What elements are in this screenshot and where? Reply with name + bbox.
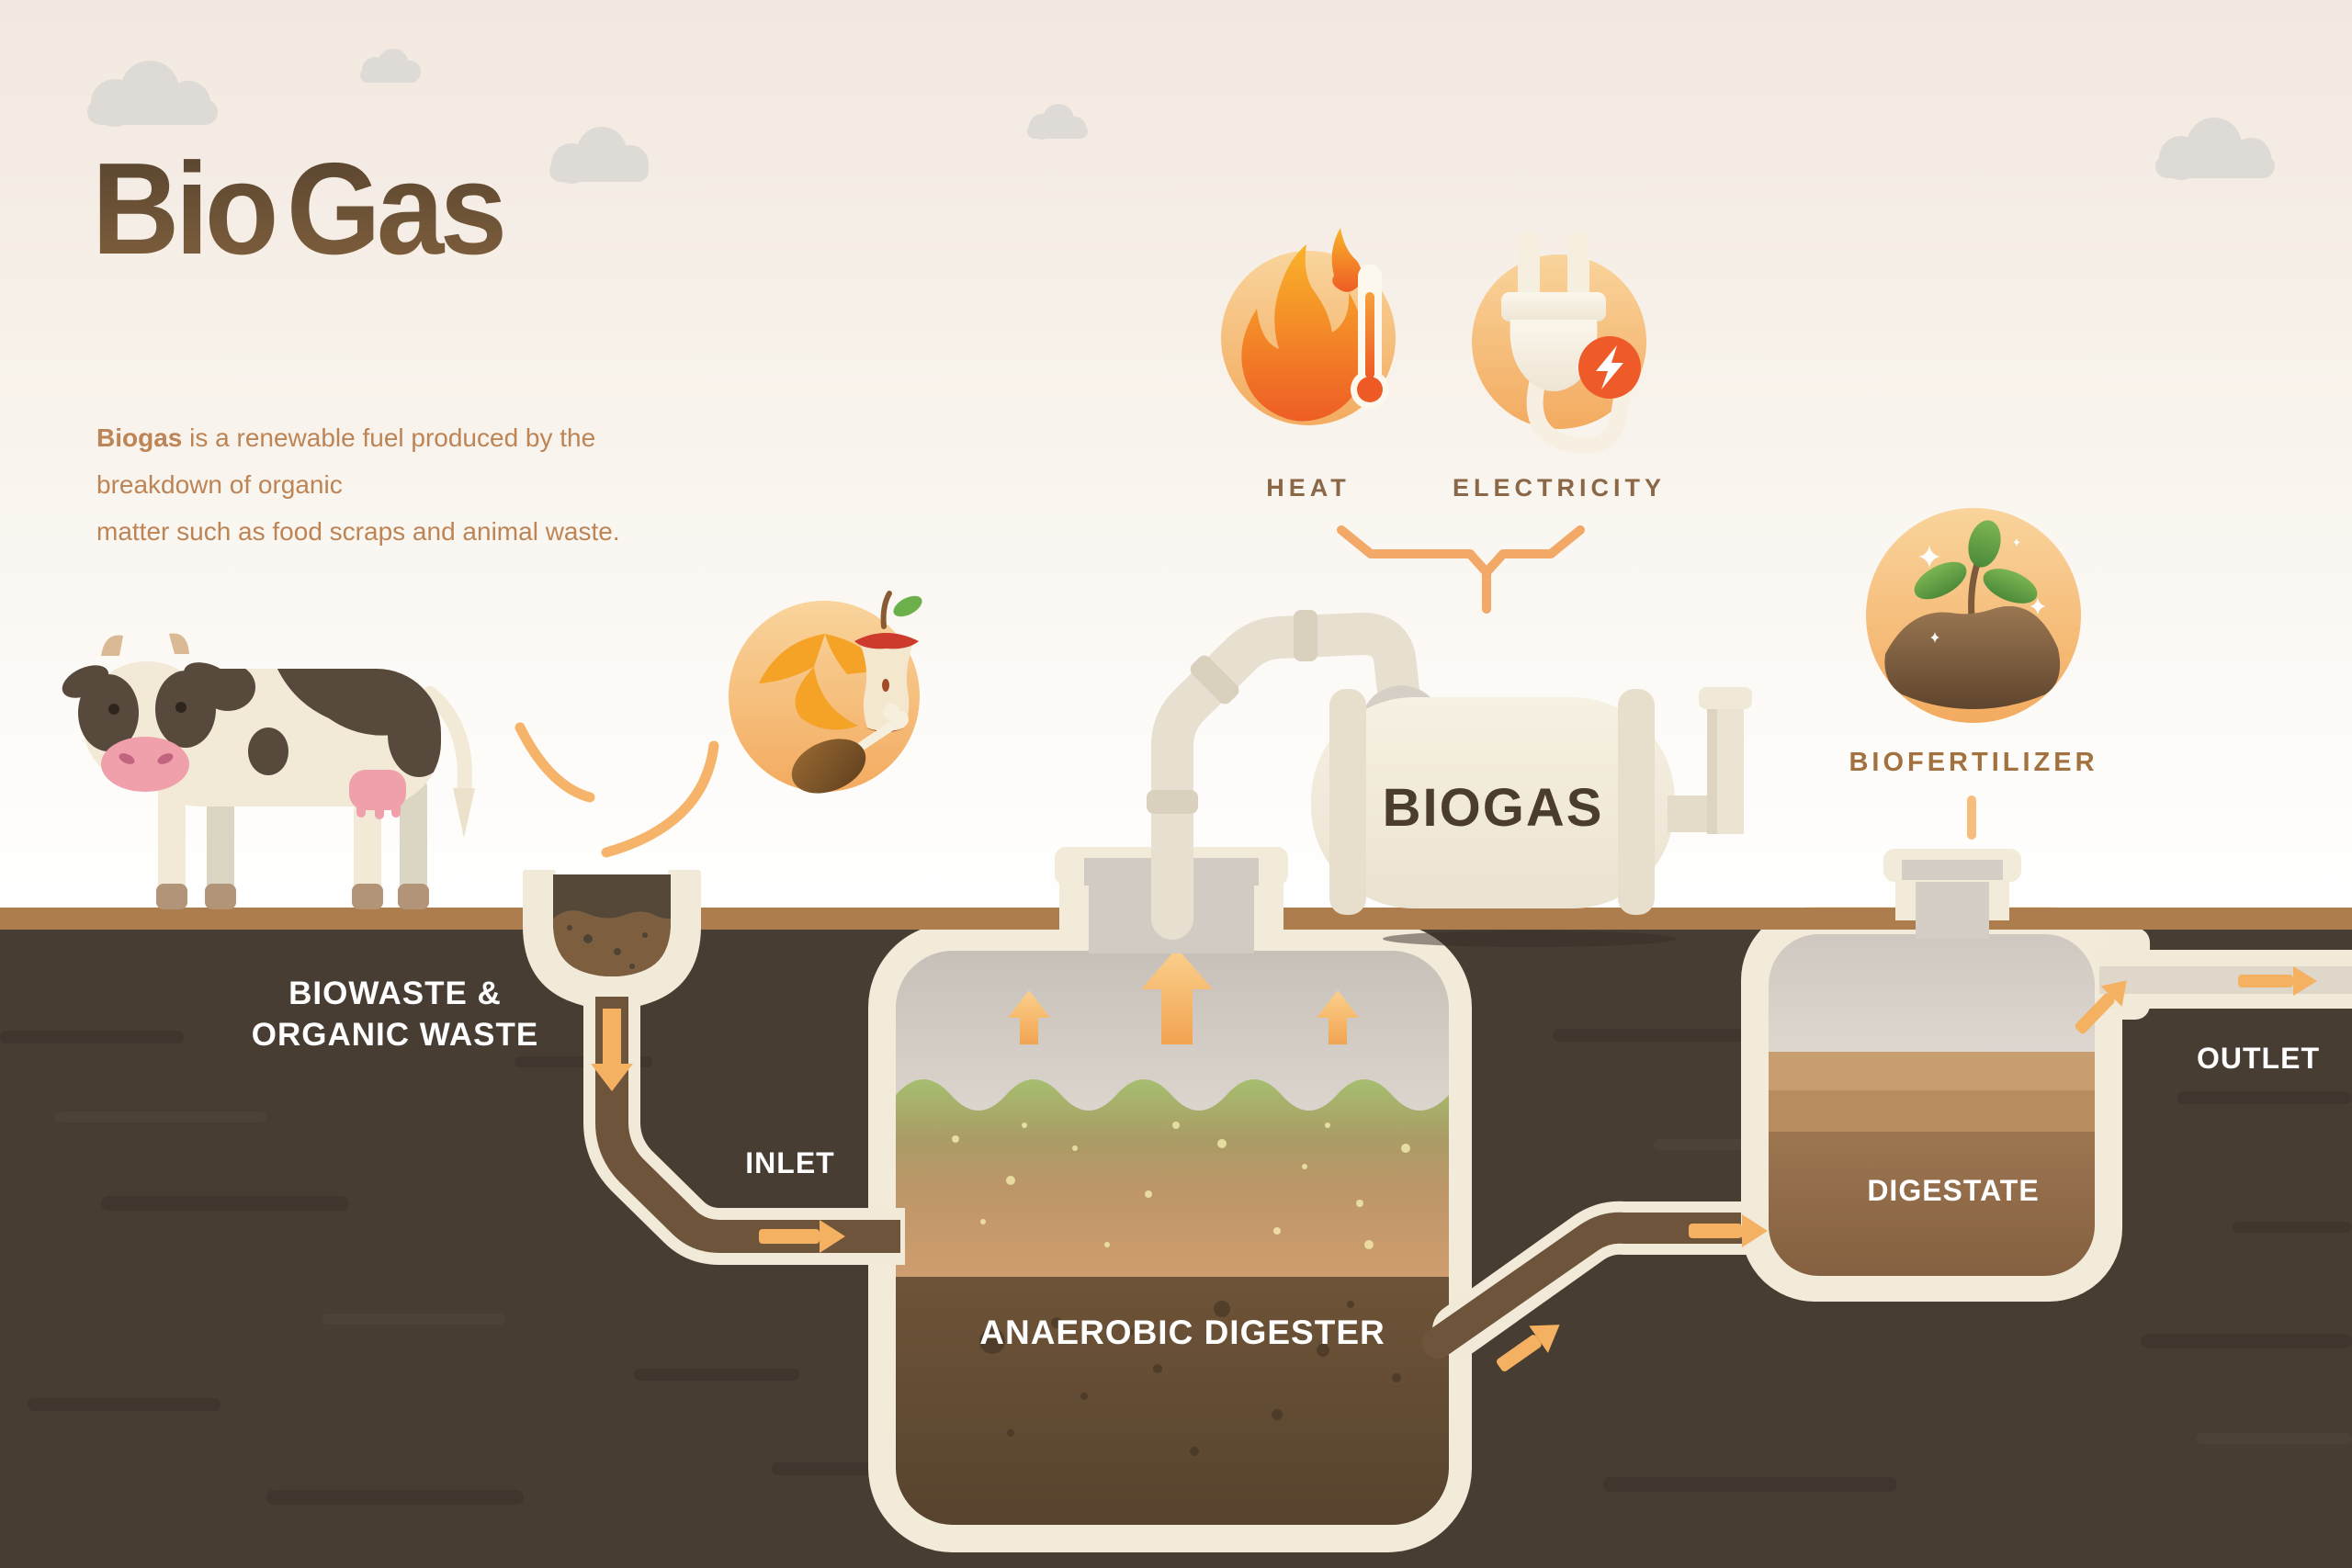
anaerobic-digester-label: ANAEROBIC DIGESTER [979, 1314, 1385, 1351]
digestate-tank [1741, 907, 2150, 1302]
cow-eye [175, 702, 187, 713]
cow-tail [423, 686, 472, 799]
biowaste-line-2: ORGANIC WASTE [251, 1016, 539, 1053]
biowaste-line-1: BIOWASTE & [288, 976, 502, 1011]
cow-horn [169, 633, 189, 654]
soil-texture [0, 1029, 2352, 1505]
heat-label: HEAT [1266, 474, 1351, 502]
leaf-icon [1914, 561, 1967, 600]
inlet-arrows [591, 1009, 845, 1253]
transfer-pipe [1422, 1201, 1809, 1359]
electricity-label: ELECTRICITY [1452, 474, 1666, 502]
transfer-arrows [1496, 1214, 1768, 1371]
page-subtitle: Biogas is a renewable fuel produced by t… [96, 415, 684, 556]
title-part-1: Bio [92, 136, 275, 282]
cow-eye [108, 704, 119, 715]
thermometer-icon [1351, 265, 1389, 409]
drumstick-icon [791, 704, 909, 794]
flame-icon [1241, 244, 1366, 422]
sprout-stem [1968, 560, 1981, 621]
cloud-icon [2155, 118, 2275, 180]
biogas-tank-label: BIOGAS [1382, 778, 1604, 838]
gas-up-arrows [1008, 951, 1359, 1044]
digestate-label: DIGESTATE [1867, 1174, 2040, 1207]
digestate-neck [1883, 849, 2021, 939]
biofertilizer-pointer [1967, 795, 1976, 840]
cloud-icon [360, 49, 421, 83]
ground-shadow [1383, 931, 1677, 947]
subtitle-line-1: Biogas is a renewable fuel produced by t… [96, 415, 684, 509]
food-waste-icon [729, 591, 922, 794]
subtitle-bold-word: Biogas [96, 423, 183, 452]
subtitle-line-1-rest: is a renewable fuel produced by the brea… [96, 423, 596, 499]
cow [62, 633, 475, 909]
y-bracket [1337, 525, 1585, 614]
outlet-arrows [2075, 966, 2317, 1034]
electricity-icon [1472, 231, 1646, 454]
cloud-icon [549, 127, 649, 184]
subtitle-line-2: matter such as food scraps and animal wa… [96, 516, 620, 546]
biofertilizer-label: BIOFERTILIZER [1849, 748, 2098, 777]
lightning-bolt-icon [1596, 345, 1623, 389]
cloud-icon [1027, 104, 1088, 140]
biowaste-label: BIOWASTE & ORGANIC WASTE [188, 974, 602, 1056]
page-title: BioGas [92, 134, 503, 285]
clouds [87, 49, 2275, 184]
outlet-label: OUTLET [2197, 1042, 2320, 1075]
waste-drop-arcs [514, 722, 719, 858]
cow-muzzle [101, 737, 189, 792]
inlet-label: INLET [745, 1146, 835, 1179]
biogas-pipe [1147, 610, 1419, 940]
soil-mound [1884, 605, 2061, 709]
anaerobic-digester-tank [868, 923, 1472, 1552]
cloud-icon [87, 61, 218, 127]
plug-icon [1501, 231, 1631, 454]
biofertilizer-icon [1866, 508, 2081, 723]
cow-horn [101, 635, 123, 656]
title-part-2: Gas [286, 136, 503, 282]
apple-core-icon [854, 591, 922, 732]
sparkle-icon [1918, 538, 2046, 643]
leaf-icon [1968, 520, 2001, 568]
cow-udder [349, 770, 406, 810]
inlet-funnel [523, 870, 905, 1265]
heat-icon [1221, 228, 1396, 425]
leaf-icon [1983, 569, 2038, 604]
exhaust-pipe [1668, 687, 1752, 834]
biogas-tank [1311, 685, 1675, 915]
